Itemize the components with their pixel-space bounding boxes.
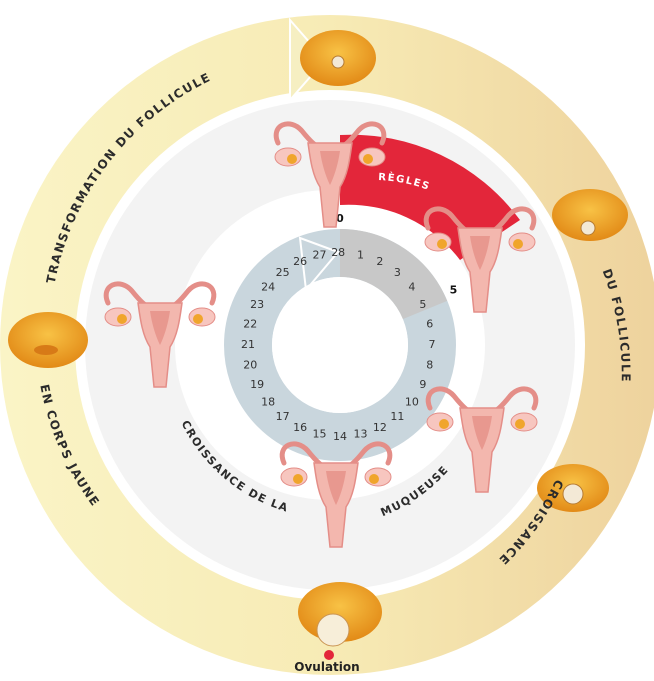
day-label-28: 28 [331, 246, 345, 259]
day-label-8: 8 [426, 359, 433, 372]
day-label-7: 7 [429, 338, 436, 351]
day-label-23: 23 [250, 298, 264, 311]
ovary-left [8, 312, 88, 368]
day-label-2: 2 [376, 255, 383, 268]
day-label-24: 24 [261, 281, 275, 294]
day-label-19: 19 [250, 378, 264, 391]
day-label-11: 11 [390, 410, 404, 423]
day-label-25: 25 [276, 266, 290, 279]
day-label-27: 27 [313, 248, 327, 261]
day-label-15: 15 [313, 428, 327, 441]
day-label-1: 1 [357, 248, 364, 261]
day-ring-center [272, 277, 408, 413]
day-label-6: 6 [426, 318, 433, 331]
day-label-4: 4 [408, 281, 415, 294]
day-label-18: 18 [261, 395, 275, 408]
day-label-22: 22 [243, 318, 257, 331]
ovary-right-upper [552, 189, 628, 241]
day-label-17: 17 [276, 410, 290, 423]
day-label-20: 20 [243, 359, 257, 372]
day-label-5: 5 [419, 298, 426, 311]
day-label-12: 12 [373, 421, 387, 434]
ovary-top [300, 30, 376, 86]
day-label-21: 21 [241, 338, 255, 351]
day-label-3: 3 [394, 266, 401, 279]
ovulation-label: Ovulation [0, 660, 654, 674]
day-label-14: 14 [333, 430, 347, 443]
day-label-13: 13 [354, 428, 368, 441]
day-label-9: 9 [419, 378, 426, 391]
day-label-10: 10 [405, 395, 419, 408]
day-label-16: 16 [293, 421, 307, 434]
day-key-5: 5 [450, 283, 458, 296]
day-label-26: 26 [293, 255, 307, 268]
